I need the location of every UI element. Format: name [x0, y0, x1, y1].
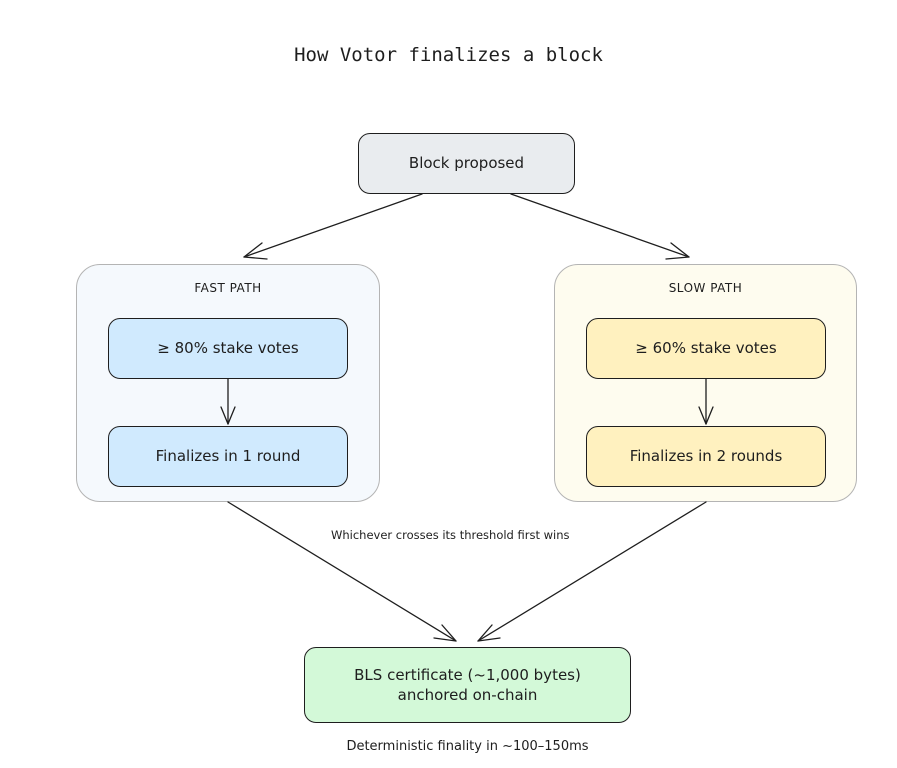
arrow-fast-to-certificate [227, 501, 457, 642]
fast-path-label: FAST PATH [194, 281, 262, 295]
fast-result-node: Finalizes in 1 round [108, 426, 348, 487]
arrow-head-start-to-slow [665, 242, 690, 260]
fast-result-label: Finalizes in 1 round [155, 447, 301, 466]
slow-threshold-node: ≥ 60% stake votes [586, 318, 826, 379]
certificate-line-2: anchored on-chain [397, 686, 538, 704]
race-note: Whichever crosses its threshold first wi… [331, 528, 570, 542]
slow-result-node: Finalizes in 2 rounds [586, 426, 826, 487]
slow-result-label: Finalizes in 2 rounds [629, 447, 783, 466]
certificate-line-1: BLS certificate (~1,000 bytes) [354, 665, 581, 684]
arrow-head-start-to-fast [243, 242, 268, 260]
finality-footnote: Deterministic finality in ~100–150ms [346, 739, 589, 754]
block-proposed-label: Block proposed [408, 154, 525, 173]
arrow-start-to-fast [243, 193, 423, 258]
block-proposed-node: Block proposed [358, 133, 575, 194]
arrow-slow-to-certificate [477, 501, 707, 642]
slow-threshold-label: ≥ 60% stake votes [635, 339, 777, 358]
bls-certificate-node: BLS certificate (~1,000 bytes) anchored … [304, 647, 631, 723]
arrow-head-fast-to-certificate [433, 624, 457, 642]
arrow-head-slow-to-certificate [477, 624, 501, 642]
fast-threshold-label: ≥ 80% stake votes [157, 339, 299, 358]
fast-threshold-node: ≥ 80% stake votes [108, 318, 348, 379]
slow-path-label: SLOW PATH [668, 281, 743, 295]
diagram-title: How Votor finalizes a block [294, 44, 603, 66]
arrow-start-to-slow [510, 193, 690, 258]
